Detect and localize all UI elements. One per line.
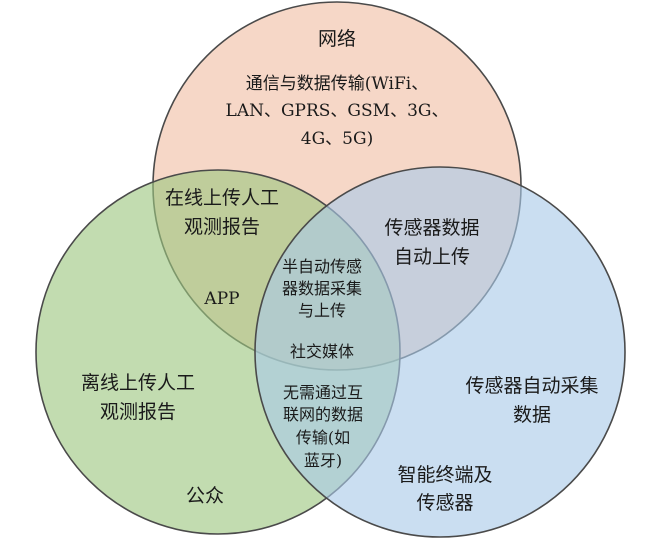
public-desc-line1: 离线上传人工 bbox=[81, 372, 195, 394]
center-label-line2: 器数据采集 bbox=[282, 279, 362, 298]
sensor-title-line1: 智能终端及 bbox=[397, 464, 492, 486]
network-sensor-label-line1: 传感器数据 bbox=[384, 217, 479, 239]
network-desc-line3: 4G、5G) bbox=[301, 129, 373, 149]
social-media-label: 社交媒体 bbox=[290, 342, 354, 361]
sensor-circle bbox=[254, 166, 626, 538]
network-desc-line2: LAN、GPRS、GSM、3G、 bbox=[226, 101, 449, 121]
center-label-line3: 与上传 bbox=[298, 301, 346, 320]
sensor-desc-line2: 数据 bbox=[513, 404, 551, 426]
public-sensor-label-line4: 蓝牙) bbox=[304, 451, 342, 470]
network-public-label-line1: 在线上传人工 bbox=[165, 187, 279, 209]
public-desc-line2: 观测报告 bbox=[100, 401, 176, 423]
public-sensor-label-line2: 联网的数据 bbox=[283, 405, 363, 424]
network-sensor-label-line2: 自动上传 bbox=[394, 246, 470, 268]
public-sensor-label-line1: 无需通过互 bbox=[283, 383, 363, 402]
network-public-label-line2: 观测报告 bbox=[184, 216, 260, 238]
network-desc-line1: 通信与数据传输(WiFi、 bbox=[246, 74, 428, 94]
sensor-desc-line1: 传感器自动采集 bbox=[465, 375, 598, 397]
public-sensor-label-line3: 传输(如 bbox=[296, 428, 350, 447]
app-label: APP bbox=[203, 289, 239, 309]
sensor-title-line2: 传感器 bbox=[416, 492, 473, 514]
center-label-line1: 半自动传感 bbox=[282, 257, 362, 276]
network-title: 网络 bbox=[318, 28, 356, 50]
public-title: 公众 bbox=[186, 485, 224, 507]
